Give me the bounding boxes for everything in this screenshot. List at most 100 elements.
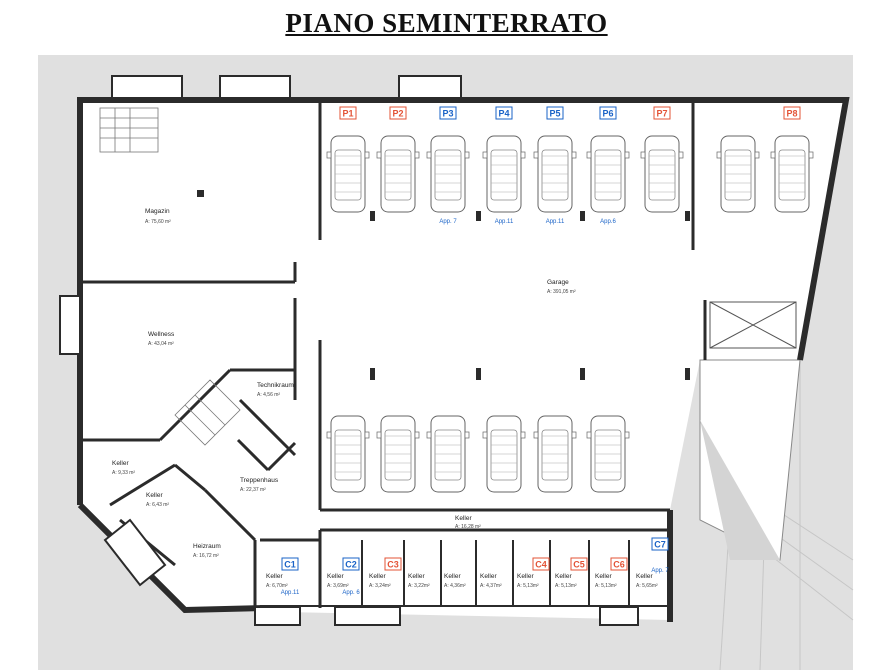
cellar-tag-box (342, 557, 360, 571)
cellar-tag-label: C1 (284, 560, 296, 570)
cellar-area: A: 3,69m² (327, 583, 349, 589)
car-top-1 (326, 135, 370, 213)
car-bottom-5 (533, 415, 577, 493)
cellar-name: Keller (369, 573, 386, 580)
parking-tag-p8: P8 (783, 106, 801, 120)
cellar-tag-label: C4 (535, 560, 547, 570)
cellar-tag-box (651, 537, 669, 551)
cellar-name: Keller (327, 573, 344, 580)
car-bottom-4 (482, 415, 526, 493)
cellar-4: Keller A: 3,22m² (408, 573, 430, 589)
parking-assignment: App.6 (600, 219, 616, 225)
parking-tag-p2: P2 (389, 106, 407, 120)
cellar-tag-box (281, 557, 299, 571)
page-title: PIANO SEMINTERRATO (285, 8, 608, 38)
cellar-6: Keller A: 4,37m² (480, 573, 502, 589)
bottom-windows (103, 518, 639, 626)
room-technikraum-name: Technikraum (257, 382, 294, 389)
car-top-5 (533, 135, 577, 213)
cellar-area: A: 4,37m² (480, 583, 502, 589)
cellar-area: A: 3,22m² (408, 583, 430, 589)
cellar-tag-box (610, 557, 628, 571)
car-top-9 (770, 135, 814, 213)
stairs (99, 107, 241, 446)
room-garage-name: Garage (547, 279, 569, 286)
room-technikraum-area: A: 4,56 m² (257, 392, 280, 398)
parking-assignment: App. 7 (439, 219, 457, 225)
ramp-cross (709, 301, 797, 349)
cellar-name: Keller (266, 573, 283, 580)
cellar-area: A: 3,24m² (369, 583, 391, 589)
room-treppenhaus-area: A: 22,37 m² (240, 487, 266, 493)
cellar-tag-label: C6 (613, 560, 625, 570)
parking-assignment: App.11 (546, 219, 565, 225)
parking-tag-p1: P1 (339, 106, 357, 120)
cellar-tag-box (384, 557, 402, 571)
cellar-name: Keller (480, 573, 497, 580)
cellar-tag-box (532, 557, 550, 571)
car-top-2 (376, 135, 420, 213)
cellar-tag-label: C5 (573, 560, 585, 570)
room-keller-corridor-area: A: 16,28 m² (455, 524, 481, 530)
room-keller-corridor-name: Keller (455, 515, 472, 522)
cellar-5: Keller A: 4,36m² (444, 573, 466, 589)
parking-assignment: App.11 (495, 219, 514, 225)
parking-tag-label: P5 (549, 109, 560, 119)
car-top-7 (640, 135, 684, 213)
car-bottom-3 (426, 415, 470, 493)
cellar-assignment: App. 7 (651, 568, 669, 574)
cellar-name: Keller (408, 573, 425, 580)
room-keller-left2-name: Keller (146, 492, 163, 499)
room-keller-left-area: A: 9,33 m² (112, 470, 135, 476)
room-magazin-name: Magazin (145, 208, 170, 215)
cellar-tag-label: C3 (387, 560, 399, 570)
cellar-name: Keller (517, 573, 534, 580)
car-top-3 (426, 135, 470, 213)
cellar-area: A: 5,65m² (636, 583, 658, 589)
top-windows (59, 75, 462, 355)
car-bottom-1 (326, 415, 370, 493)
room-heizraum-name: Heizraum (193, 543, 221, 550)
cellar-area: A: 6,70m² (266, 583, 288, 589)
parking-tag-label: P2 (392, 109, 403, 119)
car-top-8 (716, 135, 760, 213)
cellar-assignment: App. 6 (342, 590, 360, 596)
cellar-tag-box (570, 557, 588, 571)
car-top-4 (482, 135, 526, 213)
cellar-tag-label: C7 (654, 540, 666, 550)
parking-row-bottom (326, 415, 630, 493)
parking-tag-label: P1 (342, 109, 353, 119)
parking-tag-p7: P7 (653, 106, 671, 120)
room-treppenhaus-name: Treppenhaus (240, 477, 279, 484)
cellar-assignment: App.11 (281, 590, 300, 596)
parking-tag-label: P3 (442, 109, 453, 119)
columns (197, 190, 690, 380)
room-heizraum-area: A: 16,72 m² (193, 553, 219, 559)
parking-tag-label: P6 (602, 109, 613, 119)
building-floor (80, 100, 846, 620)
parking-tag-label: P8 (786, 109, 797, 119)
cellar-name: Keller (555, 573, 572, 580)
terrain-wedge (700, 420, 780, 560)
cellar-area: A: 4,36m² (444, 583, 466, 589)
car-top-6 (586, 135, 630, 213)
car-bottom-6 (586, 415, 630, 493)
cellar-name: Keller (636, 573, 653, 580)
room-keller-left-name: Keller (112, 460, 129, 467)
cellar-name: Keller (444, 573, 461, 580)
room-garage-area: A: 391,05 m² (547, 289, 576, 295)
